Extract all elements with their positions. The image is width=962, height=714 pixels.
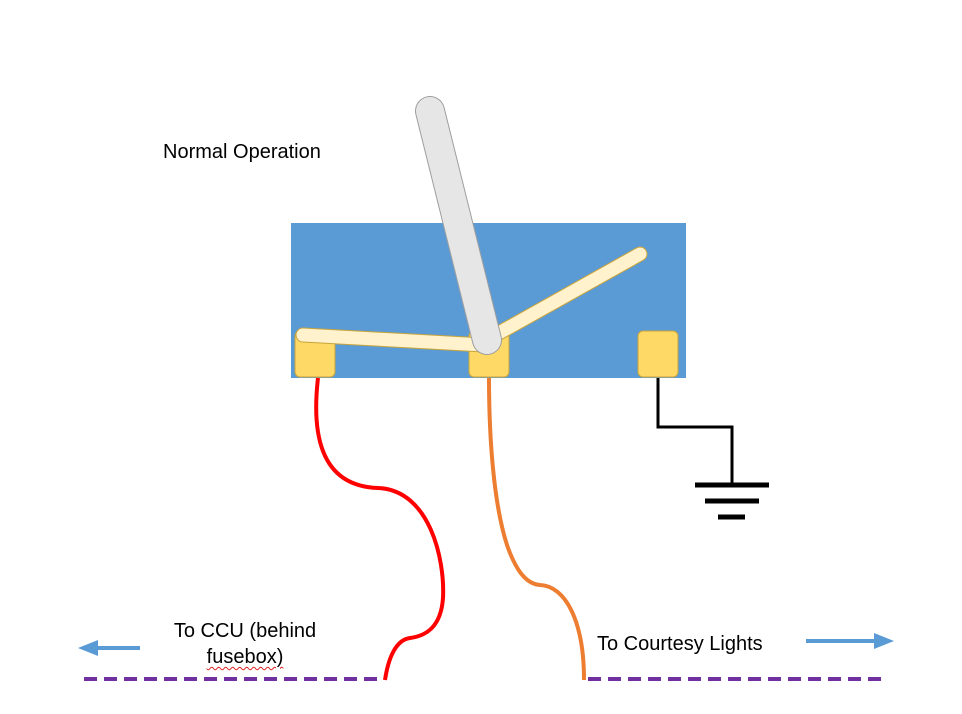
arrow-left-icon	[78, 640, 140, 656]
contact-blade-right	[482, 246, 648, 346]
wire-ccu-red	[314, 377, 446, 681]
terminal-right	[637, 330, 679, 378]
switch-lever	[415, 96, 502, 355]
contact-blade-left	[295, 327, 492, 353]
courtesy-lights-label: To Courtesy Lights	[597, 633, 763, 655]
ccu-label-line2: fusebox)	[206, 646, 284, 668]
ccu-label-line1: To CCU (behind	[173, 620, 317, 642]
diagram-title: Normal Operation	[163, 141, 321, 163]
wire-ground-black	[656, 378, 734, 485]
ground-symbol-icon	[695, 482, 769, 520]
arrow-right-icon	[806, 633, 894, 649]
ccu-label: To CCU (behind fusebox)	[169, 618, 321, 670]
wire-courtesy-orange	[487, 377, 586, 681]
